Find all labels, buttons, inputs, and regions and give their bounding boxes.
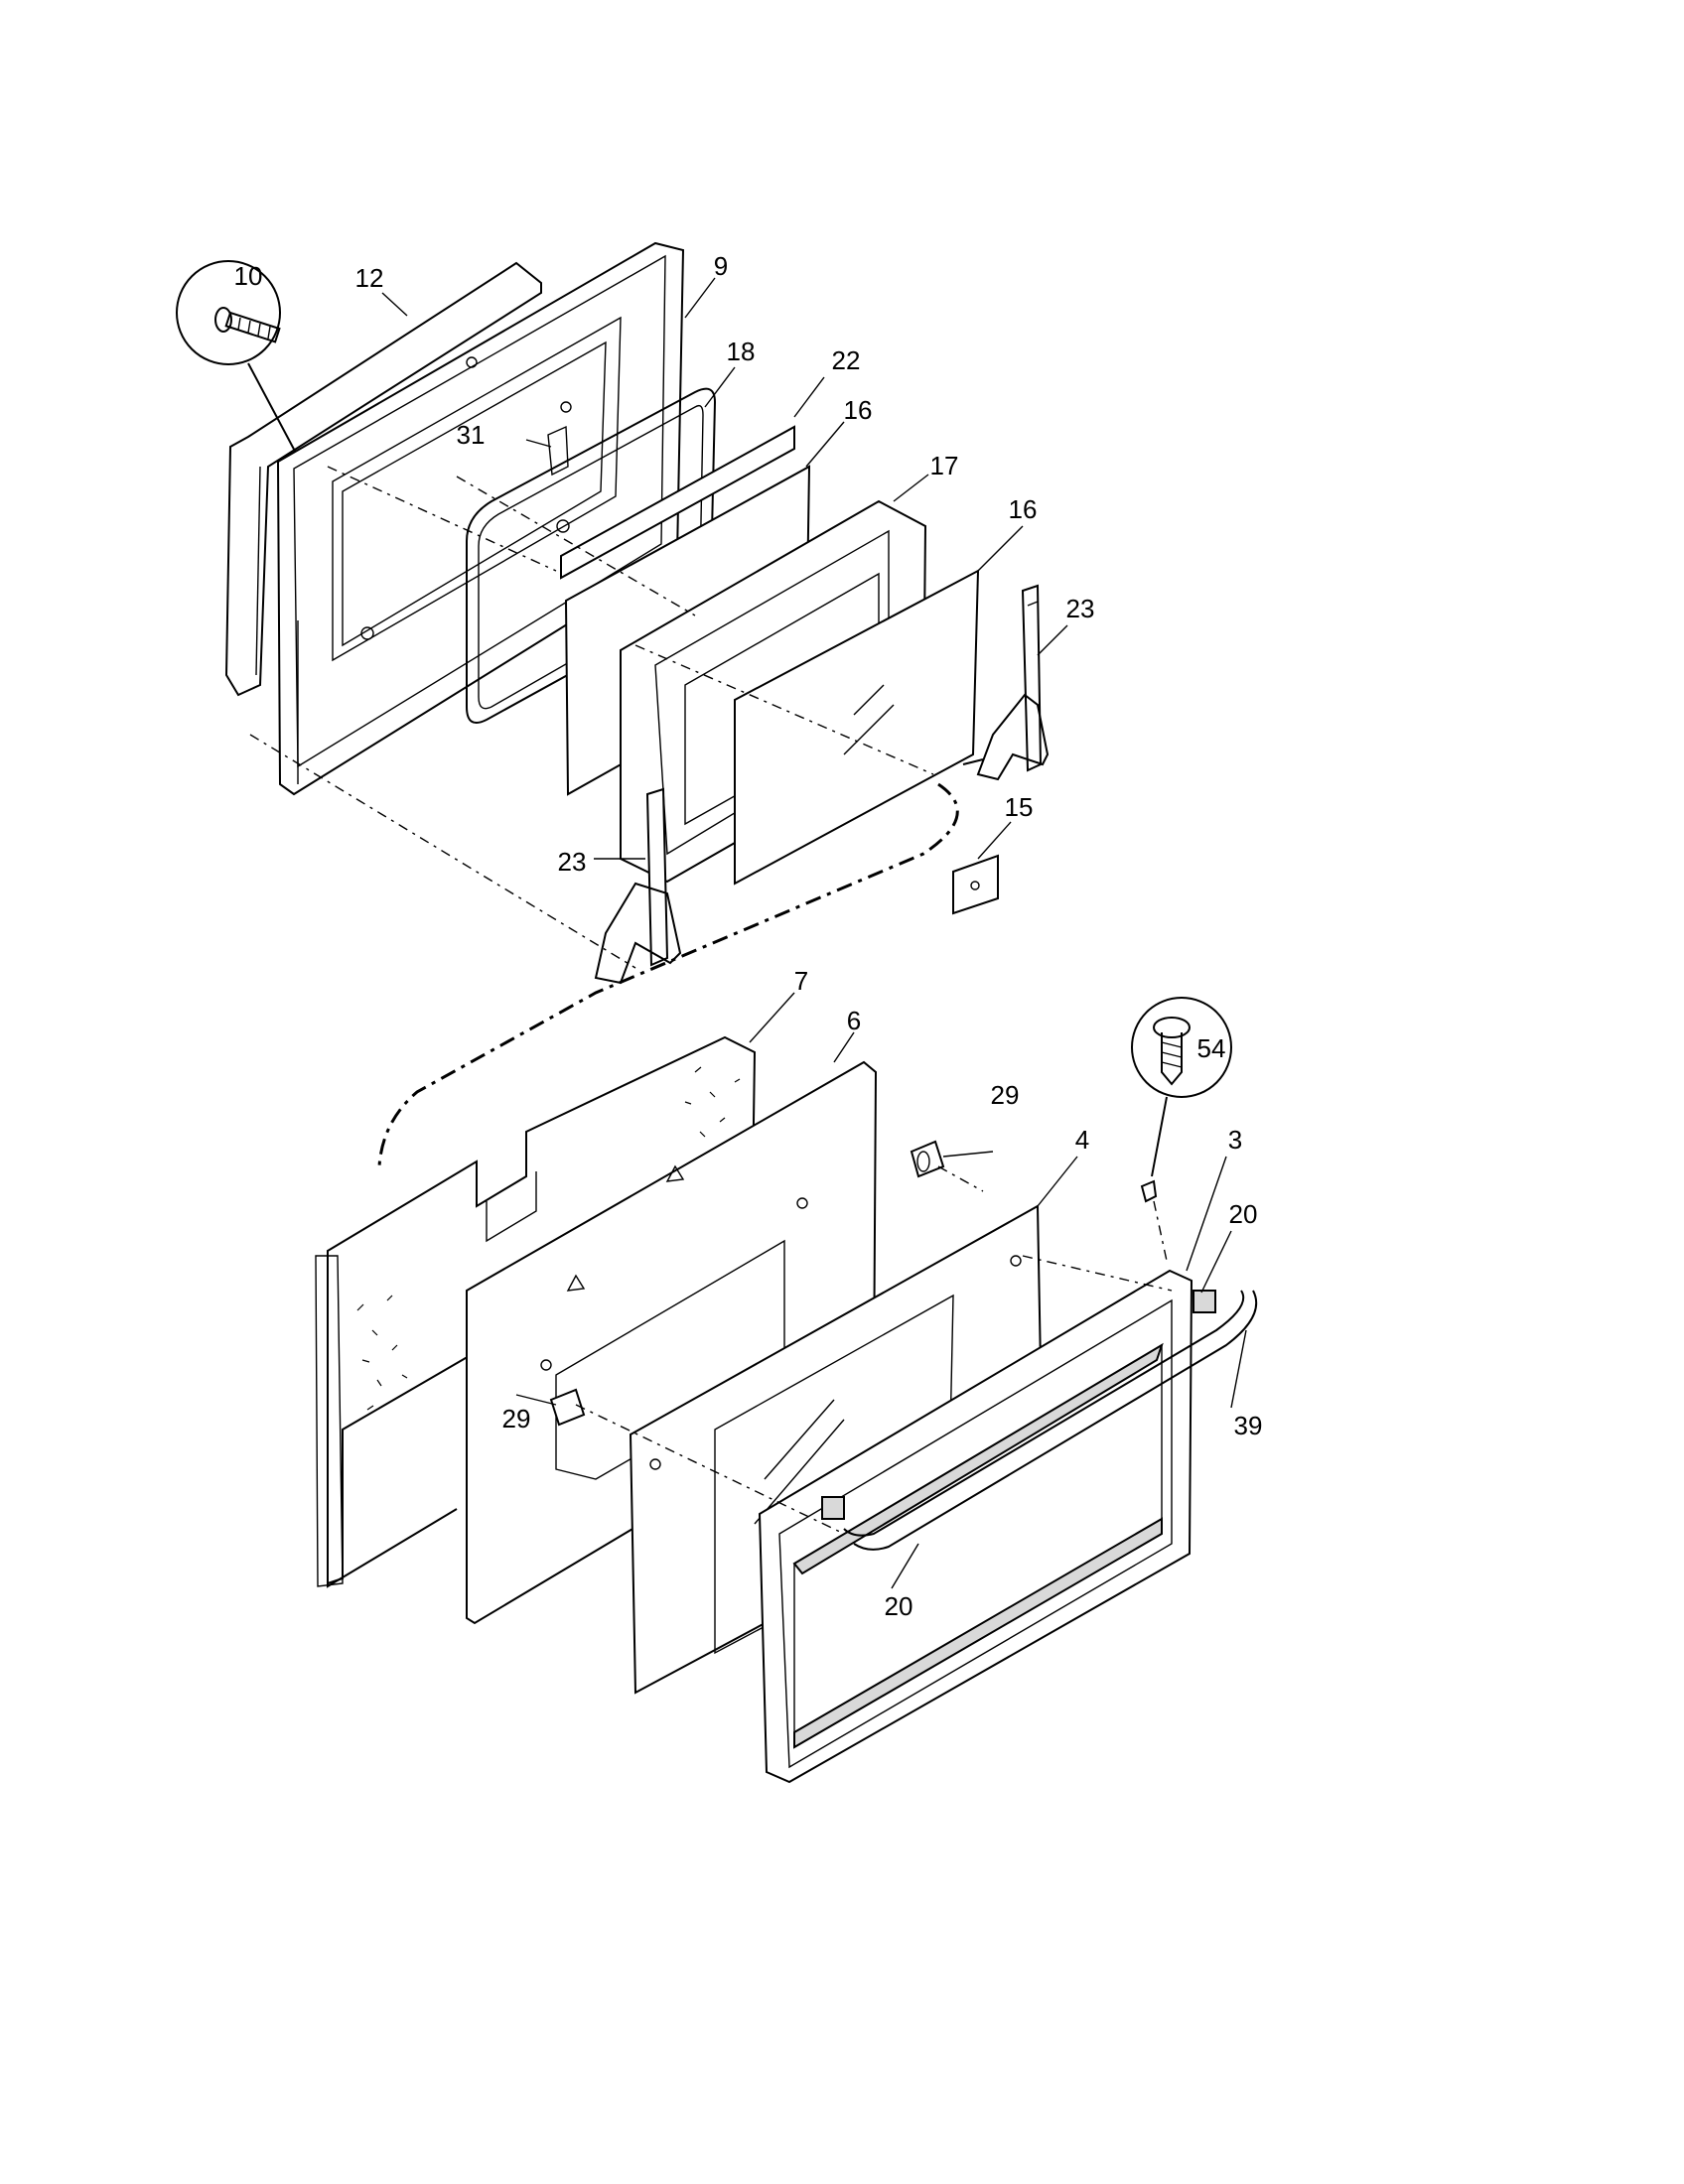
callout-39: 39 — [1234, 1411, 1263, 1440]
callout-9: 9 — [714, 251, 728, 281]
callout-23-right: 23 — [1066, 594, 1095, 623]
part-29-spacer-lower — [549, 1388, 586, 1427]
callout-54: 54 — [1197, 1033, 1226, 1063]
part-3-door-frame — [758, 1269, 1216, 1784]
part-39-handle — [843, 1290, 1258, 1551]
part-22-shield-strip — [560, 425, 795, 580]
insulation-texture — [356, 1066, 741, 1411]
callout-6: 6 — [847, 1006, 861, 1035]
callout-29-lower: 29 — [502, 1404, 531, 1433]
callout-20-right: 20 — [1229, 1199, 1258, 1229]
screw-54-icon — [1153, 1017, 1191, 1086]
detail-circle-screw-10 — [176, 260, 299, 458]
callout-16-inner: 16 — [844, 395, 873, 425]
callout-12: 12 — [355, 263, 384, 293]
callout-10: 10 — [234, 261, 263, 291]
callout-31: 31 — [457, 420, 486, 450]
part-15-clip — [952, 854, 999, 915]
callout-29-upper: 29 — [991, 1080, 1020, 1110]
callout-7: 7 — [794, 966, 808, 996]
callout-18: 18 — [727, 337, 756, 366]
detail-circle-screw-54 — [1131, 997, 1232, 1203]
part-23-hinge-right — [962, 584, 1050, 781]
callout-3: 3 — [1228, 1125, 1242, 1155]
callout-15: 15 — [1005, 792, 1034, 822]
lower-projection-lines — [575, 1165, 1173, 1535]
part-12-rear-frame — [224, 261, 542, 697]
callout-17: 17 — [930, 451, 959, 480]
callout-4: 4 — [1075, 1125, 1089, 1155]
leader-lines — [381, 277, 1247, 1589]
callout-23-left: 23 — [558, 847, 587, 877]
part-23-hinge-left — [594, 787, 682, 985]
callout-20-bottom: 20 — [885, 1591, 913, 1621]
handle-mount-left-icon — [821, 1496, 845, 1520]
part-29-spacer-upper — [910, 1140, 945, 1178]
part-31-bracket — [547, 425, 569, 477]
screw-10-icon — [214, 307, 281, 343]
handle-mount-right-icon — [1193, 1290, 1216, 1313]
part-16-outer-glass — [734, 569, 980, 886]
upper-projection-lines — [249, 466, 934, 969]
callout-22: 22 — [832, 345, 861, 375]
callout-16-outer: 16 — [1009, 494, 1038, 524]
